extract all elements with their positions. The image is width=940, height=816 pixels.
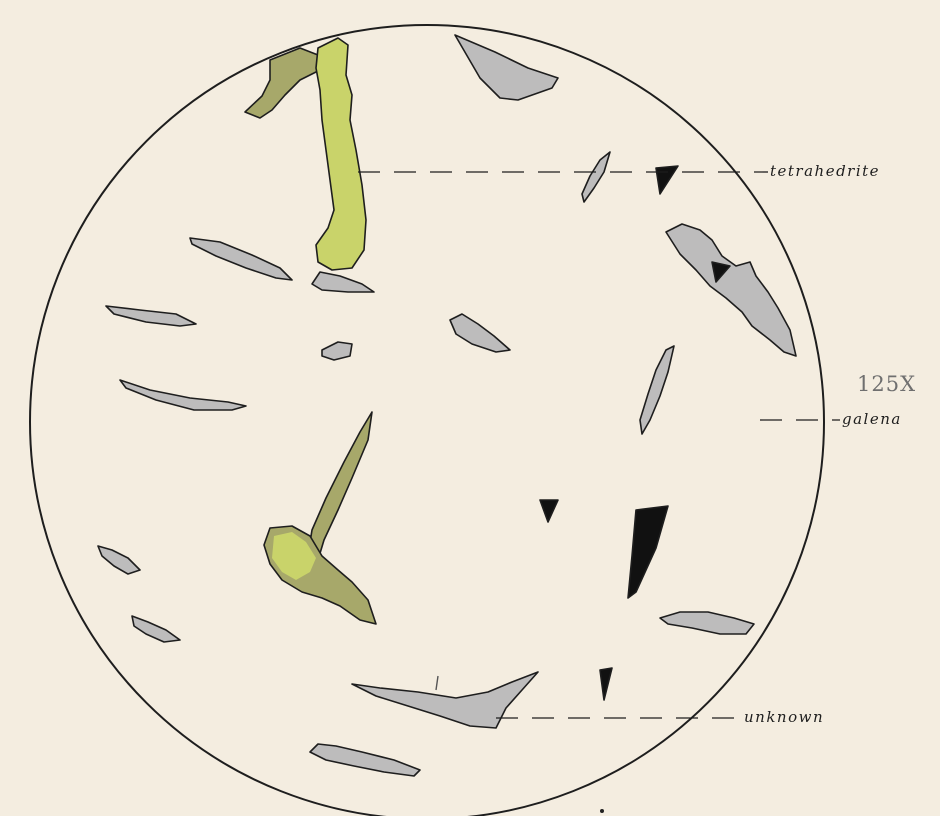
unknown-label: unknown	[744, 708, 824, 726]
magnification-label: 125X	[857, 372, 916, 396]
pencil-dot	[600, 809, 604, 813]
galena-label: galena	[842, 410, 902, 428]
tetrahedrite-label: tetrahedrite	[770, 162, 880, 180]
